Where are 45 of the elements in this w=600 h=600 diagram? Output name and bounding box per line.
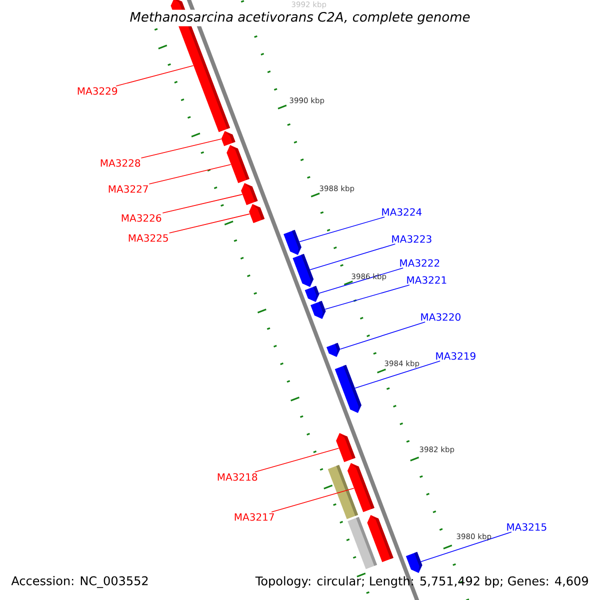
gene-feature	[241, 183, 258, 206]
gene-label: MA3228	[100, 159, 140, 167]
leader-line	[420, 532, 512, 562]
gene-label: MA3229	[78, 87, 118, 95]
gene-feature	[336, 433, 356, 462]
gene-label: MA3217	[234, 513, 274, 521]
footer-text: Accession: NC_003552	[11, 576, 148, 588]
gene-label: MA3226	[122, 214, 162, 222]
gene-feature	[326, 342, 340, 357]
gene-label: MA3225	[128, 234, 168, 242]
leader-line	[318, 268, 404, 294]
gene-feature	[310, 300, 326, 319]
gene-label: MA3219	[436, 352, 476, 360]
gene-feature	[226, 145, 250, 184]
footer-text: Topology: circular; Length: 5,751,492 bp; Genes: 4,609	[255, 576, 588, 588]
gene-feature	[221, 131, 236, 146]
gene-feature	[406, 552, 422, 573]
gene-feature	[249, 204, 265, 224]
leader-line	[354, 360, 440, 389]
gene-label: MA3220	[421, 313, 460, 321]
leader-line	[254, 448, 340, 472]
gene-feature	[292, 254, 314, 287]
gene-block	[328, 464, 358, 520]
gene-label: MA3218	[218, 473, 258, 481]
gene-label: MA3224	[382, 208, 422, 216]
leader-line	[116, 65, 194, 86]
gene-feature	[334, 364, 362, 413]
gene-label: MA3223	[392, 235, 432, 243]
leader-line	[299, 216, 385, 242]
leader-line	[148, 164, 232, 184]
gene-label: MA3227	[108, 185, 148, 193]
leader-line	[168, 214, 250, 234]
gene-label: MA3222	[400, 259, 440, 267]
leader-line	[324, 284, 410, 310]
gene-feature	[284, 230, 302, 255]
leader-line	[162, 194, 243, 214]
gene-feature	[304, 286, 320, 302]
title: Methanosarcina acetivorans C2A, complete genome	[128, 10, 472, 26]
gene-label: MA3221	[407, 276, 446, 284]
leader-line	[271, 488, 354, 512]
leader-line	[140, 138, 222, 158]
gene-label: MA3215	[507, 523, 546, 531]
leader-line	[310, 244, 396, 270]
leader-line	[340, 322, 426, 350]
gene-block	[348, 516, 378, 570]
